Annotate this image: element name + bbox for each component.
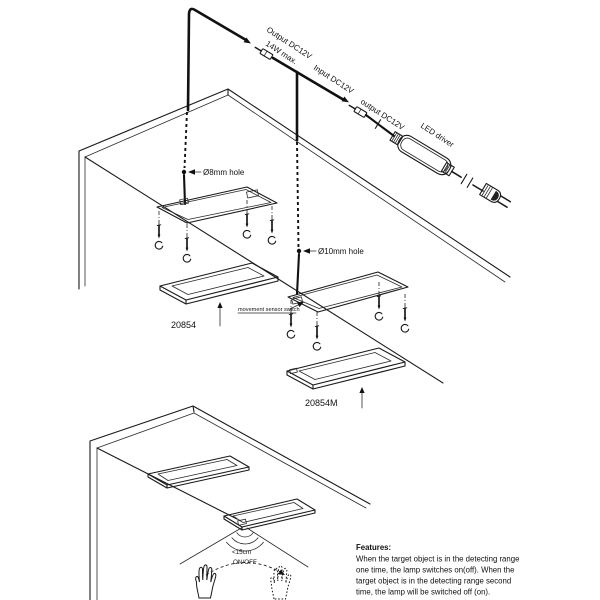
mounted-lamp-sensor bbox=[223, 498, 316, 531]
movement-sensor-callout: movement sensor switch bbox=[237, 302, 304, 314]
upper-exploded-view: Output DC12V 14W max. Input DC12V output… bbox=[78, 7, 512, 409]
features-line: one time, the lamp switches on(off). Whe… bbox=[356, 566, 514, 575]
sensor-eye bbox=[237, 518, 247, 526]
mounting-screw bbox=[286, 299, 296, 339]
cabinet-top-panel bbox=[78, 88, 511, 384]
lamp-20854 bbox=[159, 262, 279, 305]
mounting-screw bbox=[154, 210, 164, 250]
driver-output-terminal bbox=[440, 162, 455, 177]
mounting-screw bbox=[267, 205, 277, 245]
mains-cord bbox=[460, 173, 484, 192]
frame1-corner-box bbox=[246, 189, 259, 199]
cabinet-lower bbox=[89, 405, 371, 600]
driver-input-terminal bbox=[389, 131, 404, 146]
mounting-frame-2 bbox=[286, 271, 410, 351]
hole-10mm-dot bbox=[296, 248, 302, 254]
label-10mm-hole: Ø10mm hole bbox=[318, 247, 364, 256]
label-20854m: 20854M bbox=[305, 398, 338, 408]
label-8mm-hole: Ø8mm hole bbox=[203, 168, 245, 177]
mounted-lamp-plain bbox=[147, 455, 250, 489]
lamp-sensor-window bbox=[289, 367, 298, 375]
hole-8mm-dot bbox=[181, 169, 187, 175]
swipe-arrowhead bbox=[278, 569, 285, 575]
features-line: When the target object is in the detecti… bbox=[356, 555, 519, 564]
dc-connector-1 bbox=[254, 46, 274, 60]
plug-pin bbox=[496, 200, 508, 208]
mounting-screw bbox=[400, 293, 410, 333]
label-input-dc12v: Input DC12V bbox=[312, 63, 356, 96]
hole-8mm-callout: Ø8mm hole bbox=[188, 168, 245, 177]
lamp-20854-callout: 20854 bbox=[171, 302, 223, 330]
hand-solid bbox=[195, 564, 217, 599]
swipe-arc bbox=[205, 562, 283, 576]
power-plug bbox=[479, 182, 512, 208]
mounting-screw bbox=[182, 223, 192, 263]
led-driver bbox=[389, 131, 462, 178]
label-detect-range: <15cm bbox=[232, 549, 251, 556]
mounting-screw bbox=[312, 311, 322, 351]
gesture-demo: ON/OFF bbox=[195, 559, 292, 600]
lamp-20854m bbox=[286, 347, 406, 390]
lower-sensor-demo-view: <15cm ON/OFF Features: When the target o… bbox=[89, 405, 519, 600]
features-line: target object is in the detecting range … bbox=[356, 577, 511, 586]
cable-plug-arrow-2 bbox=[341, 96, 349, 103]
features-line: time, the lamp will be switched off (on)… bbox=[356, 588, 490, 597]
label-movement-sensor: movement sensor switch bbox=[238, 307, 300, 313]
driver-output-cable bbox=[364, 113, 396, 138]
plug-pin bbox=[500, 195, 512, 203]
features-note: Features: When the target object is in t… bbox=[356, 543, 519, 597]
frame1-cable-mount bbox=[179, 197, 189, 206]
lamp-20854m-callout: 20854M bbox=[305, 387, 365, 409]
input-cable bbox=[271, 56, 349, 296]
detection-cone: <15cm bbox=[179, 526, 309, 568]
features-title: Features: bbox=[356, 543, 391, 552]
label-20854: 20854 bbox=[171, 320, 196, 330]
cable-plug-arrow bbox=[243, 37, 251, 44]
hole-10mm-callout: Ø10mm hole bbox=[303, 247, 364, 256]
mounting-frame-1 bbox=[154, 186, 278, 263]
mounting-screw bbox=[242, 199, 252, 239]
mounting-screw bbox=[374, 281, 384, 321]
